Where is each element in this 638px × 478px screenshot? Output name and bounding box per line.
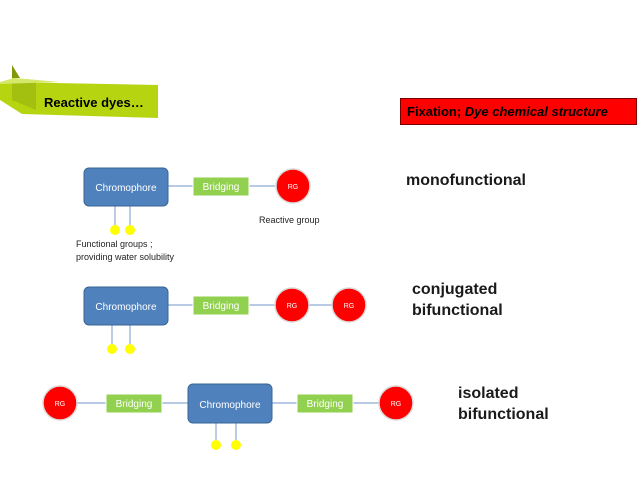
chromophore-label: Chromophore (199, 400, 261, 411)
functional-group-dot (125, 344, 135, 354)
banner-title: Reactive dyes… (44, 95, 144, 110)
bridging-label: Bridging (203, 182, 240, 193)
functional-groups-note-line1: Functional groups ; (76, 239, 153, 249)
bridging-box-row2 (192, 295, 250, 316)
chromophore-box-row1 (83, 167, 169, 207)
functional-group-dot (231, 440, 241, 450)
functional-group-dot (107, 344, 117, 354)
type-conjugated-line2: bifunctional (412, 302, 503, 319)
bridging-box-row3-right (296, 393, 354, 414)
fixation-emphasis: Dye chemical structure (464, 104, 608, 119)
bridging-label: Bridging (307, 399, 344, 410)
banner-fold-top (12, 65, 20, 78)
bridging-label: Bridging (116, 399, 153, 410)
type-isolated-line2: bifunctional (458, 406, 549, 423)
bridging-box-row3-left (105, 393, 163, 414)
type-isolated-line1: isolated (458, 385, 519, 402)
banner-shape (0, 82, 158, 118)
type-monofunctional: monofunctional (406, 172, 526, 189)
rg-circle-row2-second (331, 287, 367, 323)
fixation-prefix: Fixation; (407, 104, 465, 119)
rg-circle-row3-left (42, 385, 78, 421)
rg-label: RG (287, 303, 298, 310)
rg-circle-row1 (275, 168, 311, 204)
rg-label: RG (288, 184, 299, 191)
functional-group-dot (110, 225, 120, 235)
rg-label: RG (55, 401, 66, 408)
banner-shade (12, 78, 36, 110)
rg-circle-row3-right (378, 385, 414, 421)
type-conjugated-line1: conjugated (412, 281, 498, 298)
functional-groups-note-line2: providing water solubility (76, 252, 175, 262)
rg-circle-row2-first (274, 287, 310, 323)
bridging-box-row1 (192, 176, 250, 197)
bridging-label: Bridging (203, 301, 240, 312)
chromophore-box-row2 (83, 286, 169, 326)
banner-highlight (0, 78, 60, 84)
functional-group-dot (211, 440, 221, 450)
reactive-group-note: Reactive group (259, 215, 320, 225)
functional-group-dot (125, 225, 135, 235)
chromophore-label: Chromophore (95, 302, 157, 313)
rg-label: RG (391, 401, 402, 408)
rg-label: RG (344, 303, 355, 310)
fixation-heading: Fixation; Dye chemical structure (400, 98, 637, 125)
chromophore-label: Chromophore (95, 183, 157, 194)
chromophore-box-row3 (187, 383, 273, 424)
